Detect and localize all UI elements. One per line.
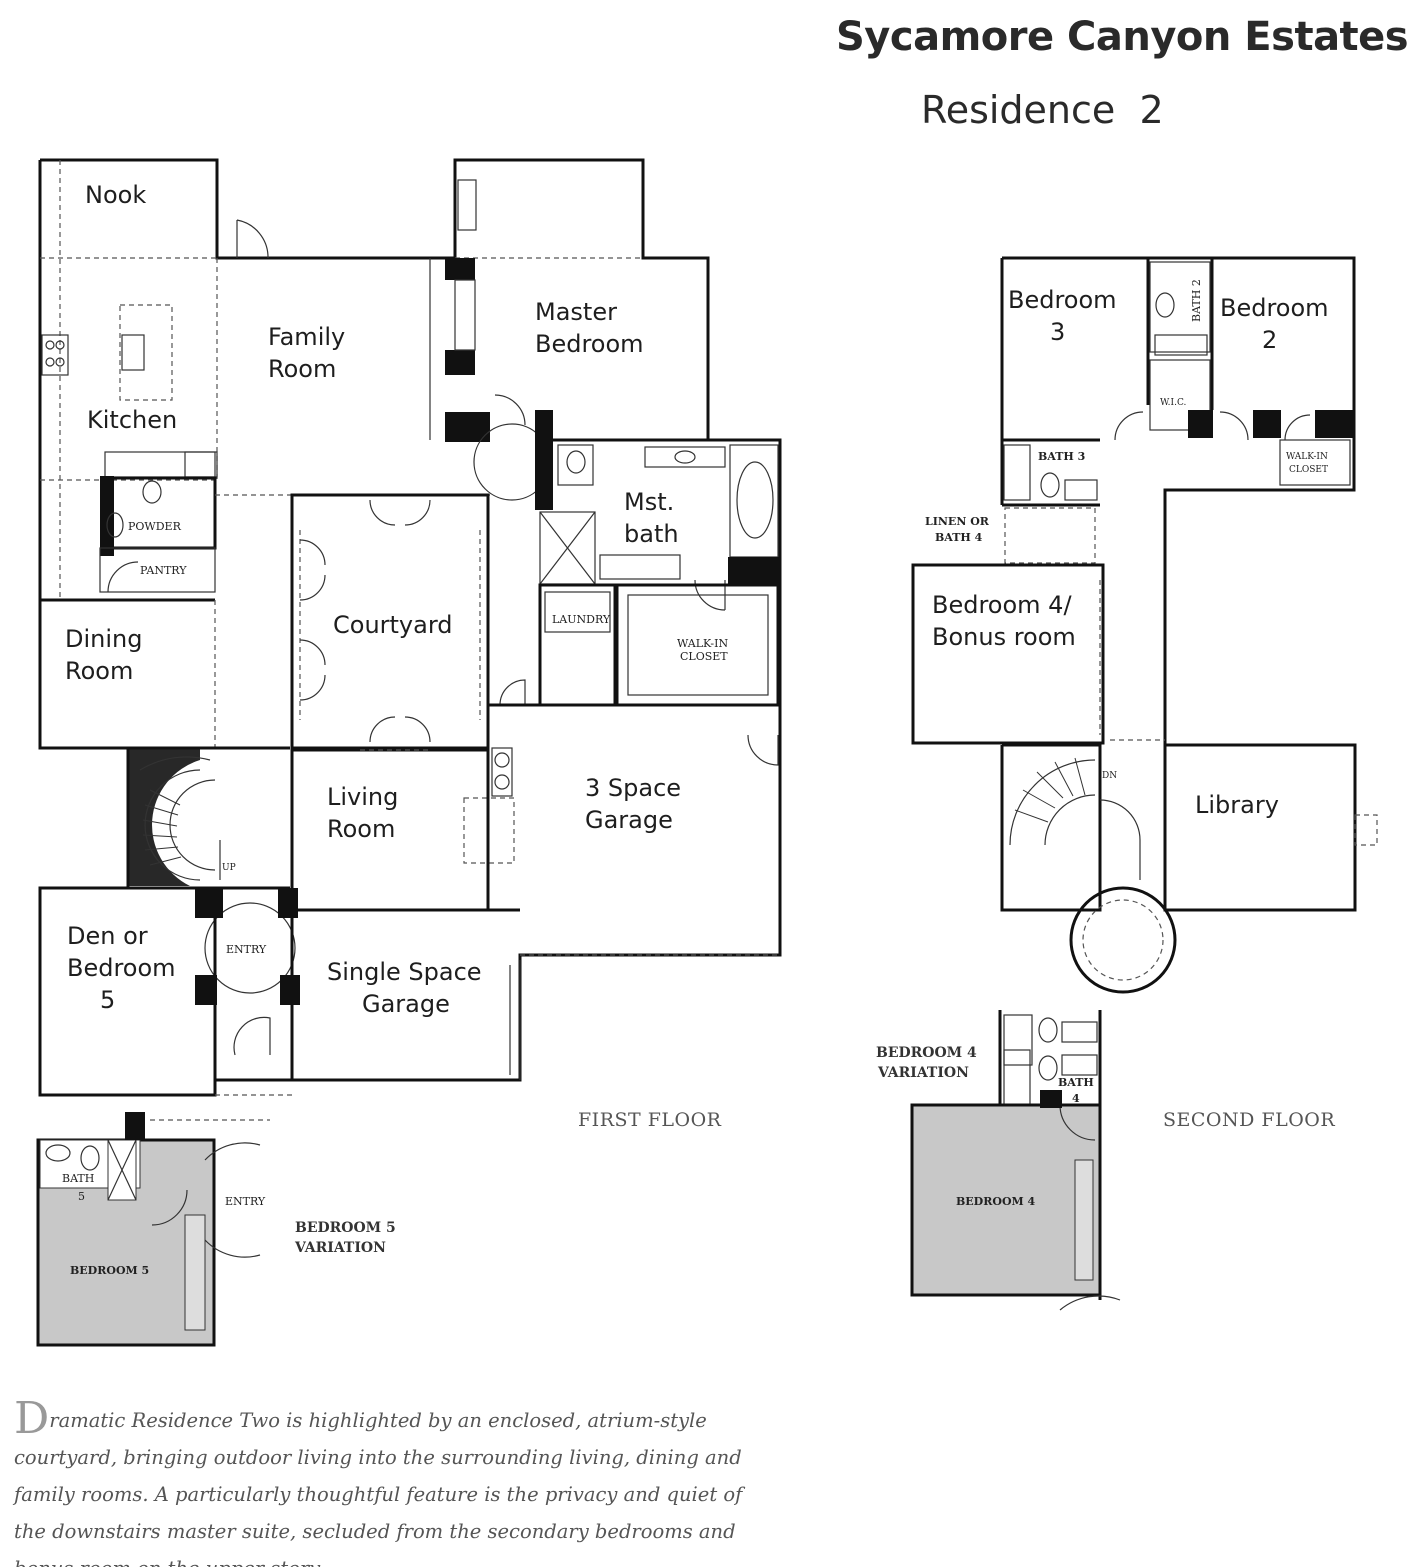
linen-label-1: LINEN OR bbox=[925, 515, 990, 528]
second-floor-plan bbox=[911, 256, 1378, 994]
bath3-label: BATH 3 bbox=[1038, 450, 1085, 463]
bath4-label-2: 4 bbox=[1072, 1092, 1080, 1105]
bedroom3-label-1: Bedroom bbox=[1008, 286, 1117, 314]
den-label-3: 5 bbox=[100, 986, 115, 1014]
den-label-1: Den or bbox=[67, 922, 148, 950]
first-floor-plan bbox=[38, 158, 782, 1097]
laundry-label: LAUNDRY bbox=[552, 613, 611, 626]
walk-in-closet-label-1: WALK-IN bbox=[677, 637, 728, 650]
bedroom4-variation-plan bbox=[910, 1010, 1121, 1311]
master-bath-label-2: bath bbox=[624, 520, 679, 548]
variation-entry-label: ENTRY bbox=[225, 1195, 266, 1208]
upper-walk-in-label-2: CLOSET bbox=[1289, 465, 1328, 475]
entry-label: ENTRY bbox=[226, 943, 267, 956]
bedroom2-label-2: 2 bbox=[1262, 326, 1277, 354]
master-bath-label-1: Mst. bbox=[624, 488, 674, 516]
family-room-label-2: Room bbox=[268, 355, 336, 383]
bedroom5-variation-label-2: VARIATION bbox=[294, 1240, 386, 1256]
kitchen-label: Kitchen bbox=[87, 406, 177, 434]
living-room-label-2: Room bbox=[327, 815, 395, 843]
bath4-label-1: BATH bbox=[1058, 1076, 1094, 1089]
bath5-label-2: 5 bbox=[78, 1190, 85, 1203]
library-label: Library bbox=[1195, 791, 1279, 819]
first-floor-label: FIRST FLOOR bbox=[578, 1109, 722, 1131]
three-space-garage-label-2: Garage bbox=[585, 806, 673, 834]
bedroom4-label-2: Bonus room bbox=[932, 623, 1076, 651]
bedroom4-label-1: Bedroom 4/ bbox=[932, 591, 1072, 619]
three-space-garage-label-1: 3 Space bbox=[585, 774, 681, 802]
bedroom5-variation-room-label: BEDROOM 5 bbox=[70, 1264, 149, 1277]
bedroom4-variation-label-1: BEDROOM 4 bbox=[876, 1045, 977, 1061]
description-dropcap: D bbox=[14, 1393, 50, 1444]
upper-walk-in-label-1: WALK-IN bbox=[1286, 452, 1328, 462]
page-title: Sycamore Canyon Estates bbox=[836, 14, 1409, 60]
bedroom5-variation-label-1: BEDROOM 5 bbox=[295, 1220, 396, 1236]
living-room-label-1: Living bbox=[327, 783, 398, 811]
family-room-label-1: Family bbox=[268, 323, 345, 351]
bedroom4-variation-label-2: VARIATION bbox=[877, 1065, 969, 1081]
dining-room-label-2: Room bbox=[65, 657, 133, 685]
stair-down-label: DN bbox=[1102, 771, 1117, 781]
linen-label-2: BATH 4 bbox=[935, 531, 983, 544]
single-garage-label-2: Garage bbox=[362, 990, 450, 1018]
bath2-label: BATH 2 bbox=[1190, 279, 1203, 322]
bedroom2-label-1: Bedroom bbox=[1220, 294, 1329, 322]
bedroom3-label-2: 3 bbox=[1050, 318, 1065, 346]
master-bedroom-label-1: Master bbox=[535, 298, 617, 326]
bath5-label-1: BATH bbox=[62, 1172, 94, 1185]
walk-in-closet-label-2: CLOSET bbox=[680, 650, 728, 663]
wic-label: W.I.C. bbox=[1160, 398, 1187, 408]
single-garage-label-1: Single Space bbox=[327, 958, 482, 986]
page-subtitle: Residence 2 bbox=[921, 88, 1164, 132]
powder-label: POWDER bbox=[128, 520, 182, 533]
description-paragraph: Dramatic Residence Two is highlighted by… bbox=[14, 1397, 774, 1567]
master-bedroom-label-2: Bedroom bbox=[535, 330, 644, 358]
nook-label: Nook bbox=[85, 181, 146, 209]
pantry-label: PANTRY bbox=[140, 564, 187, 577]
bedroom4-variation-room-label: BEDROOM 4 bbox=[956, 1195, 1036, 1208]
bedroom5-variation-plan bbox=[36, 1112, 270, 1347]
den-label-2: Bedroom bbox=[67, 954, 176, 982]
stair-up-label: UP bbox=[222, 863, 236, 873]
second-floor-label: SECOND FLOOR bbox=[1163, 1109, 1335, 1131]
dining-room-label-1: Dining bbox=[65, 625, 142, 653]
description-text: ramatic Residence Two is highlighted by … bbox=[14, 1409, 743, 1567]
courtyard-label: Courtyard bbox=[333, 611, 453, 639]
